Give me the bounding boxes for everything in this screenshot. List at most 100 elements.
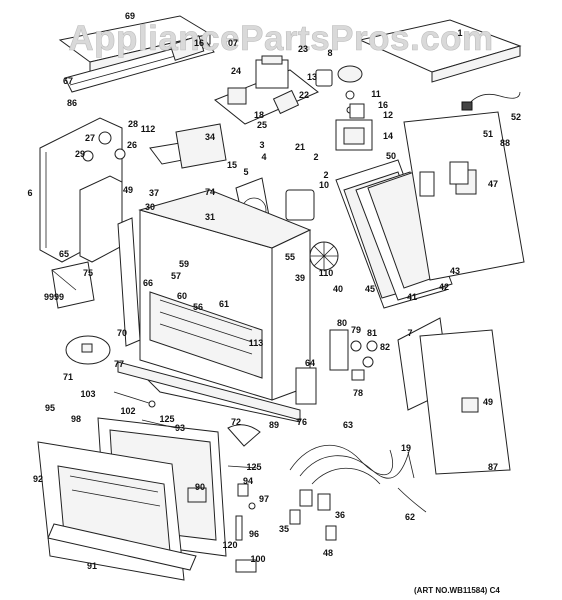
callout-50: 50: [386, 151, 396, 161]
callout-2: 2: [313, 152, 318, 162]
callout-67: 67: [63, 76, 73, 86]
callout-69: 69: [125, 11, 135, 21]
callout-110: 110: [319, 268, 334, 278]
callout-93: 93: [175, 423, 185, 433]
callout-79: 79: [351, 325, 361, 335]
callout-56: 56: [193, 302, 203, 312]
callout-19: 19: [401, 443, 411, 453]
callout-63: 63: [343, 420, 353, 430]
callout-30: 30: [145, 202, 155, 212]
callout-75: 75: [83, 268, 93, 278]
component-drawings: [37, 15, 525, 581]
callout-103: 103: [80, 389, 95, 399]
callout-23: 23: [298, 44, 308, 54]
callout-87: 87: [488, 462, 498, 472]
callout-74: 74: [205, 187, 215, 197]
callout-45: 45: [365, 284, 375, 294]
callout-81: 81: [367, 328, 377, 338]
callout-66: 66: [143, 278, 153, 288]
callout-22: 22: [299, 90, 309, 100]
callout-48: 48: [323, 548, 333, 558]
callout-88: 88: [500, 138, 510, 148]
callout-2: 2: [323, 170, 328, 180]
callout-98: 98: [71, 414, 81, 424]
callout-90: 90: [195, 482, 205, 492]
callout-125: 125: [246, 462, 261, 472]
callout-89: 89: [269, 420, 279, 430]
callout-26: 26: [127, 140, 137, 150]
callout-55: 55: [285, 252, 295, 262]
callout-10: 10: [319, 180, 329, 190]
callout-59: 59: [179, 259, 189, 269]
callout-7: 7: [407, 328, 412, 338]
callout-43: 43: [450, 266, 460, 276]
callout-125: 125: [159, 414, 174, 424]
callout-60: 60: [177, 291, 187, 301]
callout-52: 52: [511, 112, 521, 122]
callout-21: 21: [295, 142, 305, 152]
callout-9999: 9999: [44, 292, 64, 302]
callout-64: 64: [305, 358, 315, 368]
callout-39: 39: [295, 273, 305, 283]
callout-62: 62: [405, 512, 415, 522]
callout-15: 15: [227, 160, 237, 170]
callout-36: 36: [335, 510, 345, 520]
callout-92: 92: [33, 474, 43, 484]
callout-113: 113: [249, 338, 264, 348]
callout-97: 97: [259, 494, 269, 504]
callout-13: 13: [307, 72, 317, 82]
callout-51: 51: [483, 129, 493, 139]
callout-80: 80: [337, 318, 347, 328]
callout-16: 16: [378, 100, 388, 110]
callout-41: 41: [407, 292, 417, 302]
callout-86: 86: [67, 98, 77, 108]
callout-77: 77: [114, 359, 124, 369]
callout-24: 24: [231, 66, 241, 76]
callout-82: 82: [380, 342, 390, 352]
callout-8: 8: [327, 48, 332, 58]
watermark: AppliancePartsPros.com: [68, 19, 493, 58]
callout-94: 94: [243, 476, 253, 486]
callout-57: 57: [171, 271, 181, 281]
callout-29: 29: [75, 149, 85, 159]
callout-49: 49: [483, 397, 493, 407]
callout-47: 47: [488, 179, 498, 189]
callout-65: 65: [59, 249, 69, 259]
callout-91: 91: [87, 561, 97, 571]
callout-78: 78: [353, 388, 363, 398]
callout-3: 3: [259, 140, 264, 150]
callout-72: 72: [231, 417, 241, 427]
callout-5: 5: [243, 167, 248, 177]
callout-49: 49: [123, 185, 133, 195]
callout-4: 4: [261, 152, 266, 162]
callout-71: 71: [63, 372, 73, 382]
callout-112: 112: [141, 124, 156, 134]
callout-18: 18: [254, 110, 264, 120]
callout-16: 16: [194, 38, 204, 48]
callout-14: 14: [383, 131, 393, 141]
callout-100: 100: [250, 554, 265, 564]
callout-27: 27: [85, 133, 95, 143]
callout-11: 11: [371, 89, 381, 99]
callout-42: 42: [439, 282, 449, 292]
callout-31: 31: [205, 212, 215, 222]
callout-95: 95: [45, 403, 55, 413]
callout-12: 12: [383, 110, 393, 120]
callout-102: 102: [120, 406, 135, 416]
callout-96: 96: [249, 529, 259, 539]
callout-40: 40: [333, 284, 343, 294]
callout-76: 76: [297, 417, 307, 427]
callout-35: 35: [279, 524, 289, 534]
art-number: (ART NO.WB11584) C4: [414, 586, 500, 595]
callout-70: 70: [117, 328, 127, 338]
callout-07: 07: [228, 38, 238, 48]
callout-37: 37: [149, 188, 159, 198]
callout-34: 34: [205, 132, 215, 142]
callout-120: 120: [222, 540, 237, 550]
callout-28: 28: [128, 119, 138, 129]
callout-1: 1: [457, 28, 462, 38]
callout-6: 6: [27, 188, 32, 198]
